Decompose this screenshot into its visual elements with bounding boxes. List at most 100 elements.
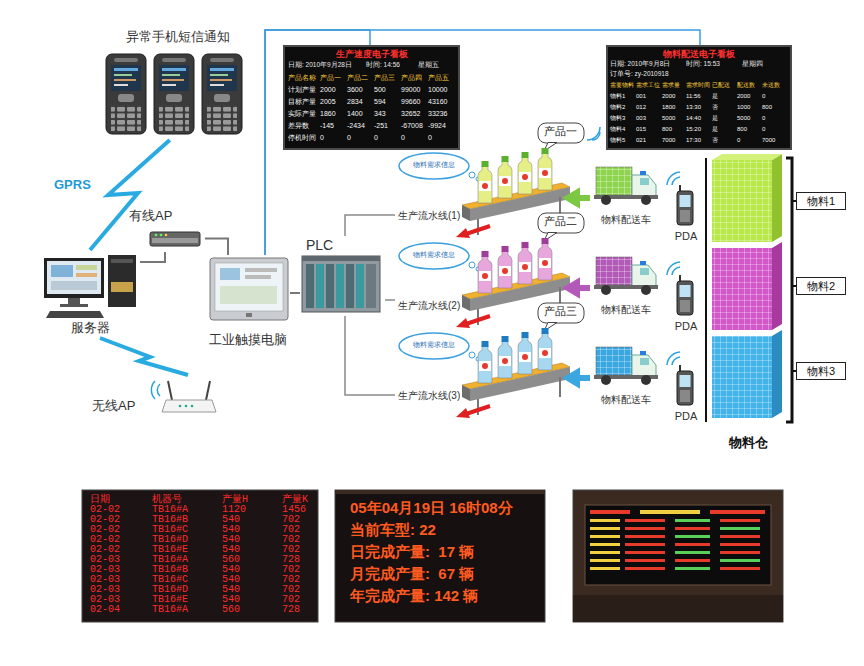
connector xyxy=(562,277,590,299)
led-table-cell: 728 xyxy=(282,554,300,566)
wired-ap-device xyxy=(152,238,198,243)
board-cell: -2434 xyxy=(347,122,365,129)
connector-line xyxy=(290,292,300,294)
led-table-cell: TB16#E xyxy=(152,544,188,556)
led-text: 日完成产量: 17 辆 xyxy=(350,543,474,560)
board-cell: 否 xyxy=(712,104,718,110)
wireless-router xyxy=(157,384,160,396)
led-table-cell: 540 xyxy=(222,534,240,546)
led-table-cell: 机器号 xyxy=(152,494,182,506)
wired-ap-device xyxy=(165,234,168,237)
production-line-1 xyxy=(498,156,512,198)
board-cell: 否 xyxy=(712,137,718,143)
connector xyxy=(100,338,188,375)
connector xyxy=(345,316,395,395)
led-photo-right xyxy=(625,519,665,522)
board-cell: 产品五 xyxy=(428,74,449,81)
connector xyxy=(562,367,590,389)
led-table-cell: 02-02 xyxy=(90,524,120,536)
board-cell: 2834 xyxy=(347,98,363,105)
led-table-cell: 02-03 xyxy=(90,564,120,576)
board-cell: -9924 xyxy=(428,122,446,129)
board-cell: 343 xyxy=(374,110,386,117)
led-table-cell: 702 xyxy=(282,534,300,546)
server-computer xyxy=(60,304,88,307)
led-photo-right xyxy=(590,567,620,570)
wireless-router xyxy=(179,405,182,408)
led-photo-left xyxy=(82,490,318,622)
led-table-cell: 540 xyxy=(222,564,240,576)
board-cell: 产品一 xyxy=(320,74,341,81)
board-cell: 0 xyxy=(737,137,740,143)
board-cell: 800 xyxy=(737,126,747,132)
plc-rack xyxy=(302,256,380,312)
wired-ap-device xyxy=(160,234,163,237)
led-photo-left xyxy=(82,490,318,622)
connector-line xyxy=(205,239,228,256)
led-table-cell: 02-04 xyxy=(90,604,120,616)
wireless-router xyxy=(168,381,172,400)
board-cell: 0 xyxy=(320,134,324,141)
production-line-1 xyxy=(538,148,552,190)
server-computer xyxy=(111,259,133,263)
connector-line xyxy=(90,140,170,250)
led-photo-right xyxy=(585,505,771,585)
board-cell: 已配送 xyxy=(712,82,730,88)
product-callout: 产品二 xyxy=(544,215,577,228)
cloud-text: 物料需求信息 xyxy=(413,251,455,258)
node-label: PLC xyxy=(306,237,333,253)
cloud-text: 物料需求信息 xyxy=(413,161,455,168)
touch-panel xyxy=(210,258,288,320)
phones xyxy=(106,54,242,134)
led-photo-middle xyxy=(335,490,545,622)
led-photo-right xyxy=(720,543,760,546)
connector-line xyxy=(140,252,165,262)
node-label: 无线AP xyxy=(92,399,135,414)
node-label: 生产速度电子看板 xyxy=(336,49,408,59)
connector xyxy=(140,252,165,262)
production-line-3 xyxy=(667,352,693,405)
touch-panel xyxy=(245,275,271,279)
led-text: 年完成产量: 142 辆 xyxy=(350,587,478,604)
led-table-cell: 1120 xyxy=(222,504,246,516)
production-line: 生产流水线(2) xyxy=(395,270,562,320)
board-cell: 是 xyxy=(712,93,718,99)
board-cell: 1400 xyxy=(347,110,363,117)
touch-panel xyxy=(210,258,288,320)
board-cell: 0 xyxy=(762,115,765,121)
server-computer xyxy=(111,282,133,292)
production-line-3 xyxy=(498,336,512,378)
node-label: 物料3 xyxy=(807,365,835,378)
led-photo-right xyxy=(720,559,760,562)
board-cell: 500 xyxy=(374,86,386,93)
board-cell: 是 xyxy=(712,115,718,121)
led-photo-right xyxy=(590,527,620,530)
led-table-cell: TB16#E xyxy=(152,594,188,606)
warehouse-stacks xyxy=(712,160,772,242)
board-cell: 1860 xyxy=(320,110,336,117)
arrow-head xyxy=(562,367,580,389)
node-label: 物料配送车 xyxy=(601,304,651,316)
pda: PDA xyxy=(665,363,707,425)
edge-label: GPRS xyxy=(52,178,93,193)
board-cell: -67008 xyxy=(401,122,423,129)
board-cell: 5000 xyxy=(662,115,675,121)
led-table-cell: 560 xyxy=(222,554,240,566)
led-table-cell: 02-03 xyxy=(90,574,120,586)
led-photo-right xyxy=(625,535,665,538)
led-photo-right xyxy=(590,559,620,562)
led-text: 月完成产量: 67 辆 xyxy=(350,565,474,582)
wireless-router xyxy=(191,405,194,408)
plc-rack xyxy=(336,264,344,308)
led-table-cell: 540 xyxy=(222,584,240,596)
led-table-cell: 1456 xyxy=(282,504,306,516)
led-table-cell: 702 xyxy=(282,524,300,536)
delivery-cart: 物料配送车 xyxy=(590,163,662,227)
node-label: 物料2 xyxy=(807,280,835,293)
production-line-3 xyxy=(594,347,658,385)
board-cell: 012 xyxy=(636,104,646,110)
server-computer xyxy=(76,265,97,270)
touch-panel xyxy=(246,313,252,317)
